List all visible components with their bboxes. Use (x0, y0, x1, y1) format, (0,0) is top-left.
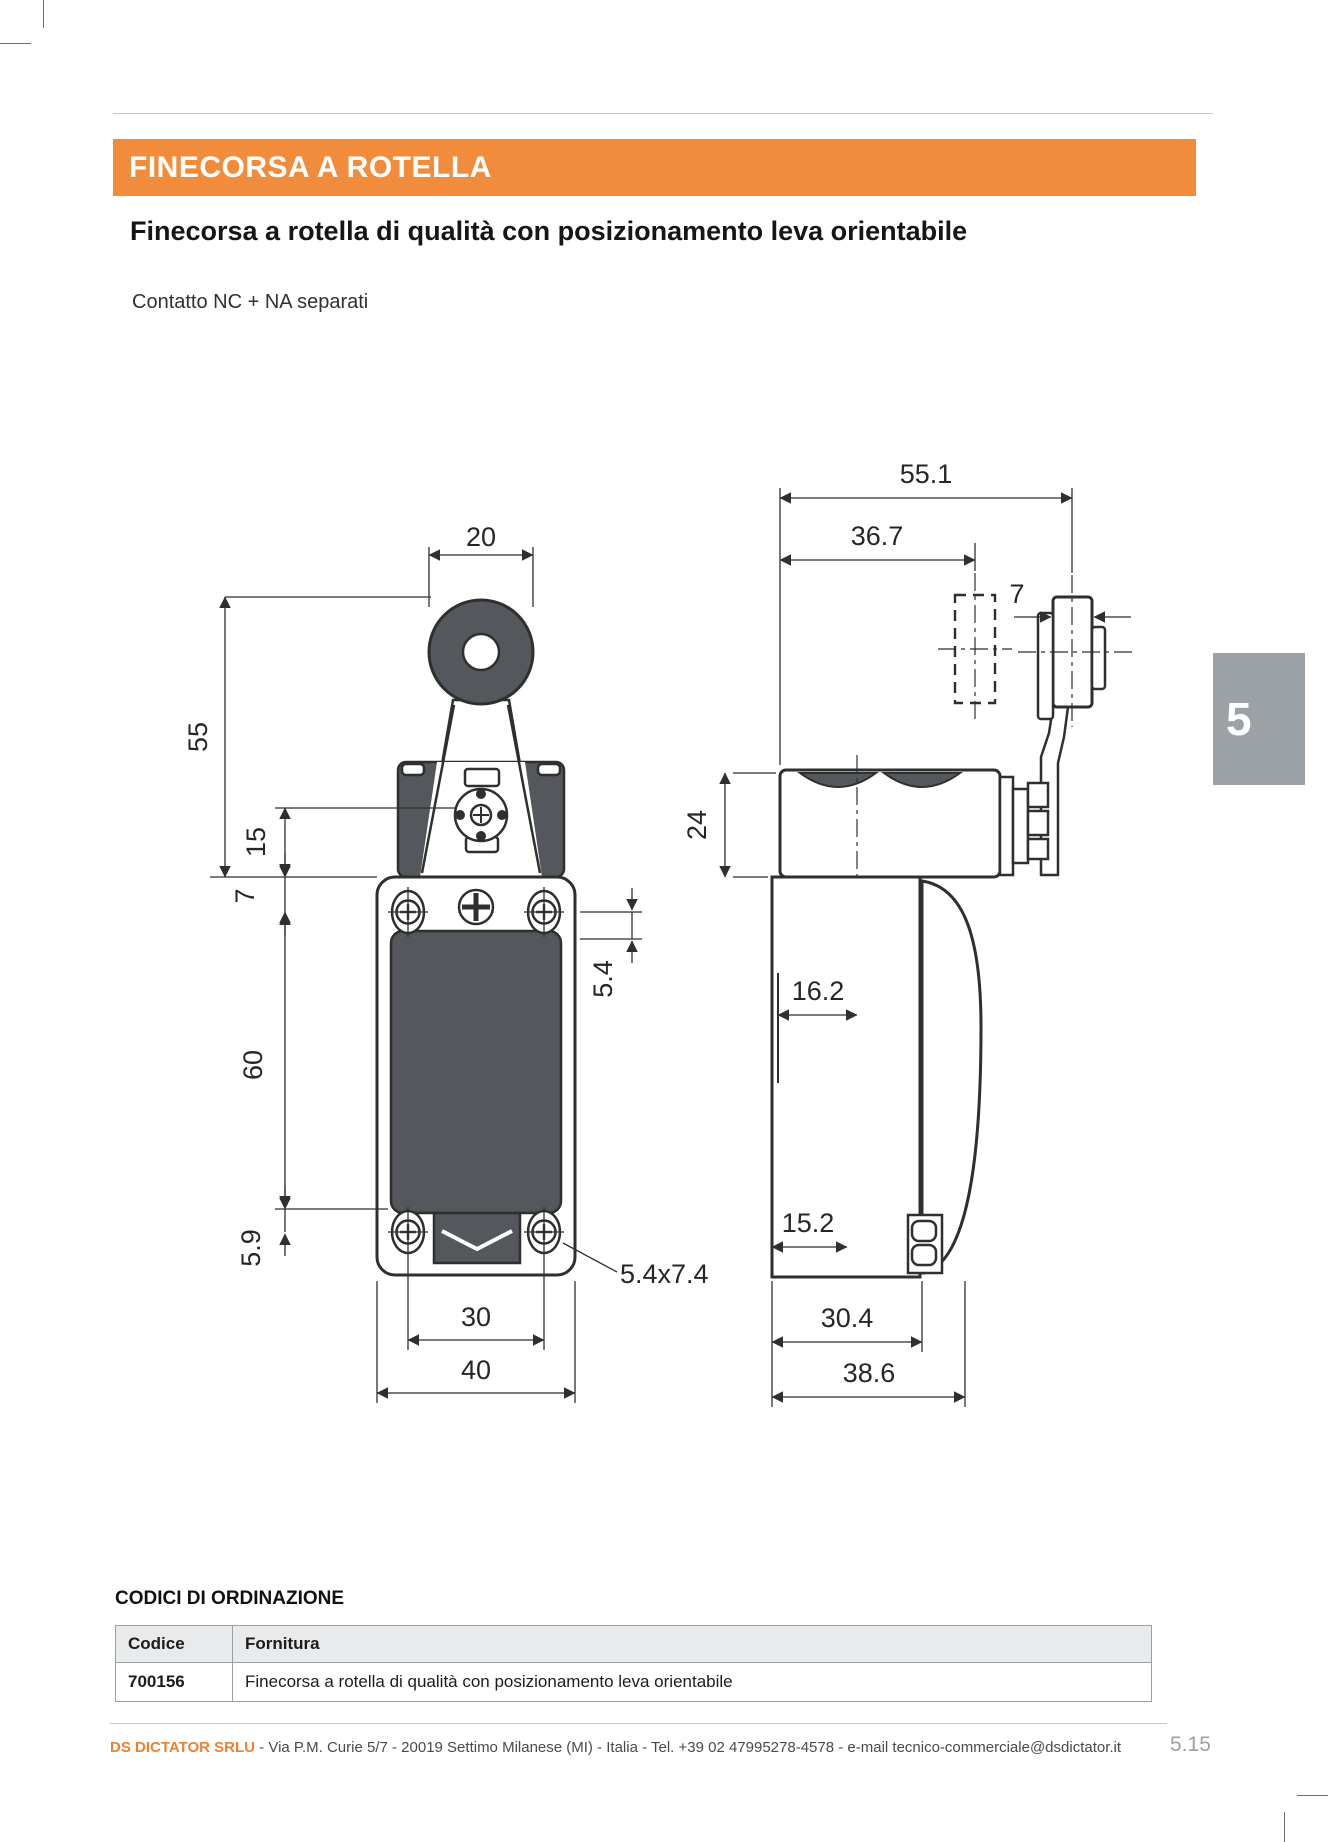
head-ear-right (536, 762, 562, 777)
body-bottom-tab (432, 1211, 522, 1265)
head-ear-left (400, 762, 426, 777)
body-side (770, 875, 922, 1279)
head-slot-top (463, 767, 501, 788)
dim-head-height: 24 (682, 810, 712, 840)
mounting-hole-bl (388, 1207, 428, 1257)
mounting-hole-tr (524, 887, 564, 937)
footer: DS DICTATOR SRLU - Via P.M. Curie 5/7 - … (110, 1739, 1121, 1756)
contact-note: Contatto NC + NA separati (132, 291, 369, 313)
top-rule (113, 113, 1213, 114)
ordering-heading: CODICI DI ORDINAZIONE (115, 1588, 345, 1609)
ordering-table: Codice Fornitura 700156 Finecorsa a rote… (115, 1625, 1152, 1702)
dim-slot-size: 5.4x7.4 (620, 1259, 709, 1289)
header-fornitura: Fornitura (232, 1625, 1152, 1663)
page-number: 5.15 (1170, 1733, 1211, 1756)
footer-info: - Via P.M. Curie 5/7 - 20019 Settimo Mil… (255, 1739, 1122, 1756)
crop-mark-top-left-h (0, 43, 31, 44)
header-codice: Codice (115, 1625, 233, 1663)
dim-roller-thickness: 7 (1009, 579, 1024, 609)
mounting-hole-tl (388, 887, 428, 937)
head-side (778, 768, 1002, 879)
page-title: Finecorsa a rotella di qualità con posiz… (130, 216, 968, 246)
dim-bottom-offset: 5.9 (236, 1229, 266, 1267)
crop-mark-top-left-v (43, 0, 44, 28)
dim-side-offset: 5.4 (588, 960, 618, 998)
cell-code: 700156 (115, 1662, 233, 1702)
dim-pivot-offset: 15 (241, 827, 271, 857)
dim-total-width: 55.1 (900, 459, 953, 489)
cell-description: Finecorsa a rotella di qualità con posiz… (232, 1662, 1152, 1702)
crop-mark-bottom-right-v (1284, 1812, 1285, 1842)
dim-total-depth: 38.6 (843, 1358, 896, 1388)
mounting-hole-br (524, 1207, 564, 1257)
dim-hole-spacing-v: 60 (238, 1050, 268, 1080)
dim-hole-spacing-h: 30 (461, 1302, 491, 1332)
side-view: 55.1 36.7 7 24 16.2 15.2 30.4 38.6 (682, 459, 1135, 1407)
body-cover-panel (389, 929, 563, 1215)
chapter-tab-number: 5 (1226, 693, 1252, 745)
section-banner-label: FINECORSA A ROTELLA (129, 150, 492, 184)
body-side-cover (920, 879, 983, 1275)
dim-body-depth: 30.4 (821, 1303, 874, 1333)
cover-screw (457, 888, 495, 926)
tab-chevron (441, 1229, 513, 1252)
dim-upper-inset: 16.2 (792, 976, 845, 1006)
dim-flange-to-hole: 7 (230, 888, 260, 903)
dim-lever-length: 55 (183, 722, 213, 752)
table-header-row: Codice Fornitura (115, 1625, 1152, 1663)
roller-hole (461, 632, 501, 672)
limit-switch-drawing: 20 55 15 7 60 5.9 5.4 5.4x7.4 30 (183, 459, 1135, 1407)
pivot-nut (1026, 781, 1050, 809)
footer-rule (110, 1723, 1167, 1724)
dim-lower-inset: 15.2 (782, 1208, 835, 1238)
dim-roller-width: 20 (466, 522, 496, 552)
chapter-tab: 5 (1213, 653, 1305, 785)
pivot-plate (998, 775, 1015, 877)
front-view: 20 55 15 7 60 5.9 5.4 5.4x7.4 30 (183, 522, 709, 1403)
footer-brand: DS DICTATOR SRLU (110, 1739, 255, 1756)
dim-body-width: 40 (461, 1355, 491, 1385)
section-banner: FINECORSA A ROTELLA (113, 139, 1196, 196)
crop-mark-bottom-right-h (1297, 1795, 1328, 1796)
dim-head-width: 36.7 (851, 521, 904, 551)
technical-drawing: 20 55 15 7 60 5.9 5.4 5.4x7.4 30 (150, 375, 1160, 1440)
table-row: 700156 Finecorsa a rotella di qualità co… (115, 1662, 1152, 1702)
